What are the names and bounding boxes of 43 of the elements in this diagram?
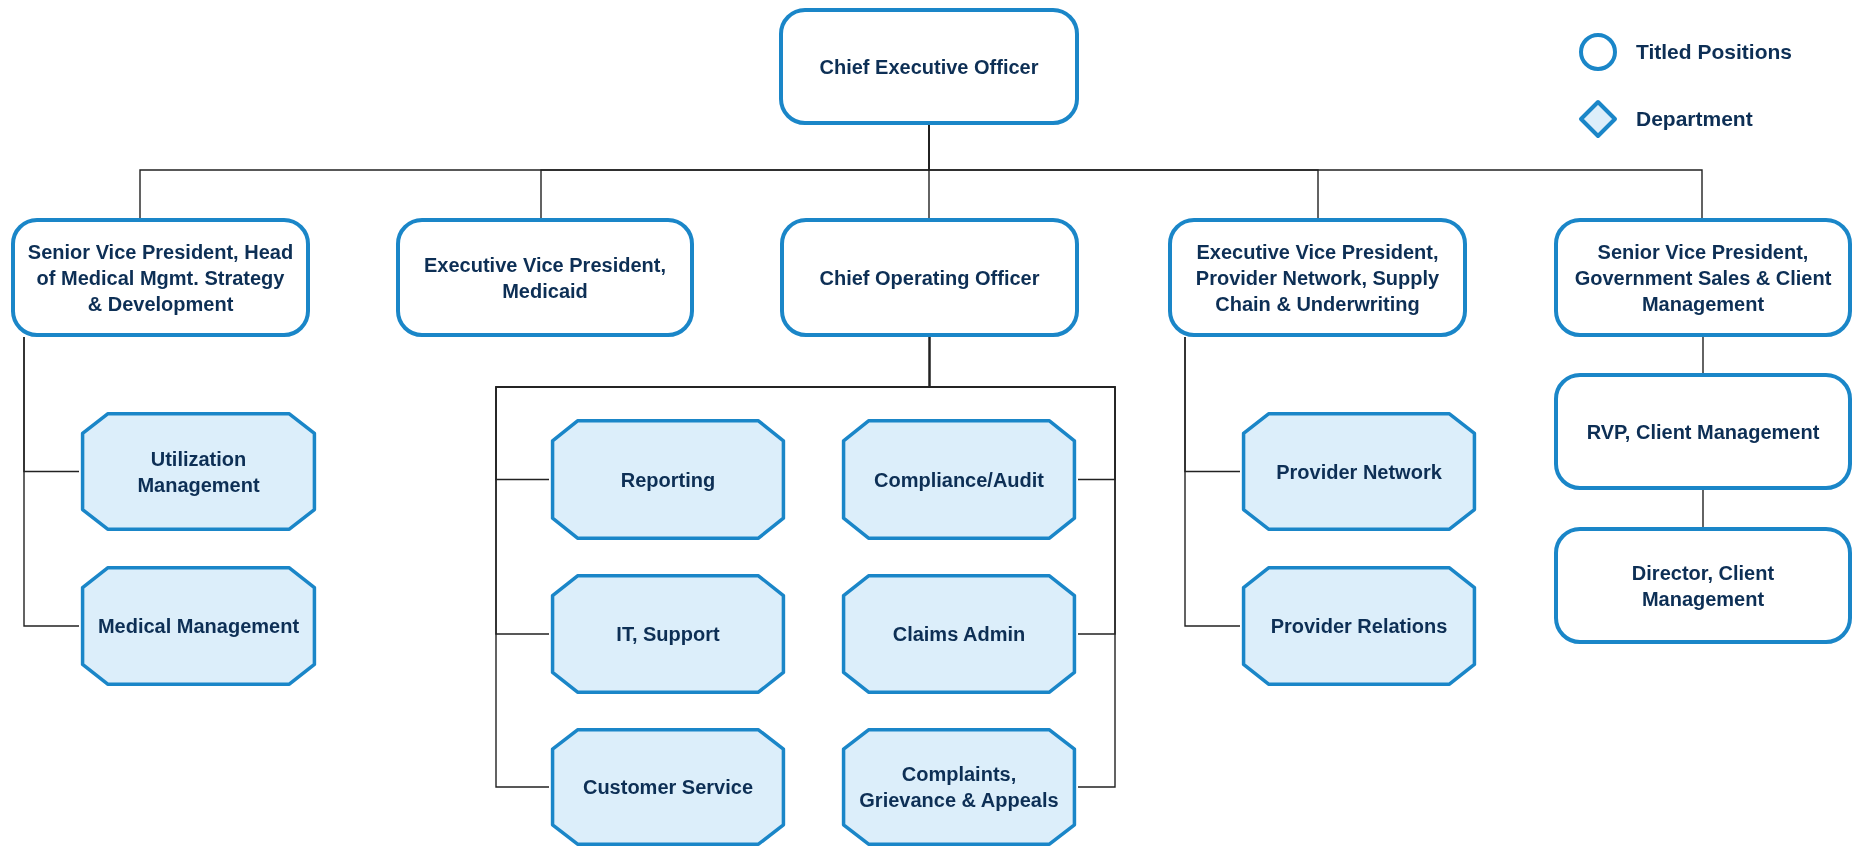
position-box bbox=[11, 218, 310, 337]
department-octagon bbox=[840, 419, 1078, 540]
connector-line bbox=[1702, 336, 1704, 374]
node-label: Customer Service bbox=[582, 775, 754, 800]
department-octagon bbox=[1240, 566, 1478, 686]
node-label: Utilization Management bbox=[136, 446, 261, 498]
legend-label: Titled Positions bbox=[1636, 40, 1792, 64]
connector-line bbox=[1184, 336, 1241, 627]
legend-label: Department bbox=[1636, 107, 1753, 131]
node-label: IT, Support bbox=[616, 622, 720, 647]
department-octagon bbox=[840, 728, 1078, 846]
node-label: Chief Operating Officer bbox=[819, 265, 1040, 291]
department-octagon bbox=[840, 574, 1078, 694]
position-box bbox=[1554, 527, 1852, 644]
node-label: Chief Executive Officer bbox=[819, 54, 1039, 80]
node-label: Compliance/Audit bbox=[874, 467, 1044, 493]
position-box bbox=[1554, 373, 1852, 490]
connector-line bbox=[23, 336, 80, 627]
node-label: Reporting bbox=[620, 467, 716, 493]
node-label: Complaints, Grievance & Appeals bbox=[858, 762, 1060, 813]
position-box bbox=[780, 218, 1079, 337]
node-label: Provider Network bbox=[1276, 459, 1442, 485]
node-label: Senior Vice President, Head of Medical Mgmt. Strategy & Development bbox=[27, 239, 294, 317]
position-box bbox=[1168, 218, 1467, 337]
node-label: Medical Management bbox=[97, 614, 300, 639]
node-label: Executive Vice President, Provider Network, Supply Chain & Underwriting bbox=[1194, 239, 1441, 317]
node-label: Claims Admin bbox=[892, 622, 1026, 647]
connector-line bbox=[1702, 489, 1704, 528]
node-label: Executive Vice President, Medicaid bbox=[423, 252, 667, 304]
department-octagon bbox=[79, 566, 318, 686]
department-octagon bbox=[549, 419, 787, 540]
department-octagon bbox=[549, 728, 787, 846]
department-octagon bbox=[79, 412, 318, 531]
node-label: Director, Client Management bbox=[1630, 560, 1776, 612]
node-label: Provider Relations bbox=[1270, 614, 1448, 639]
position-box bbox=[1554, 218, 1852, 337]
node-label: Senior Vice President, Government Sales & Client Management bbox=[1573, 239, 1833, 317]
connector-line bbox=[928, 336, 1116, 788]
department-octagon bbox=[549, 574, 787, 694]
position-box bbox=[396, 218, 694, 337]
department-octagon bbox=[1240, 412, 1478, 531]
node-label: RVP, Client Management bbox=[1586, 419, 1820, 445]
position-box bbox=[779, 8, 1079, 125]
